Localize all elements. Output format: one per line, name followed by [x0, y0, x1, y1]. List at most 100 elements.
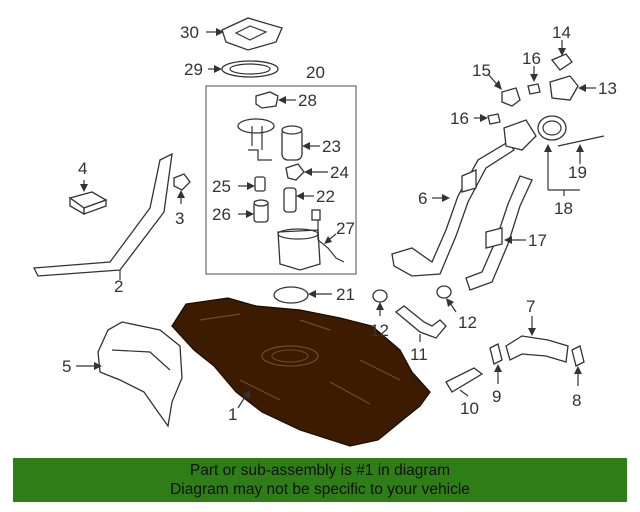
callout-29: 29 [184, 60, 222, 79]
callout-16b: 16 [450, 109, 488, 128]
callout-18: 18 [544, 144, 580, 218]
svg-text:6: 6 [418, 189, 427, 208]
callout-19: 19 [568, 144, 587, 182]
callout-5: 5 [62, 357, 102, 376]
svg-text:8: 8 [572, 391, 581, 410]
callout-15: 15 [472, 61, 502, 90]
svg-text:30: 30 [180, 23, 199, 42]
svg-text:21: 21 [336, 285, 355, 304]
reservoir-part[interactable] [277, 228, 321, 271]
clip-part-16b[interactable] [487, 113, 501, 125]
clamp-part-12a[interactable] [372, 289, 388, 303]
callout-28: 28 [278, 91, 317, 110]
bracket-part[interactable] [550, 53, 573, 71]
callout-12b: 12 [446, 298, 477, 332]
fuel-cap-part[interactable] [537, 115, 567, 141]
svg-text:28: 28 [298, 91, 317, 110]
svg-text:22: 22 [316, 187, 335, 206]
hose-part[interactable] [394, 305, 447, 339]
hose-10-part[interactable] [445, 367, 484, 393]
callout-1: 1 [228, 390, 250, 424]
svg-text:9: 9 [492, 387, 501, 406]
connector-13-part[interactable] [549, 75, 579, 101]
pad-part[interactable] [68, 191, 108, 216]
svg-text:16: 16 [450, 109, 469, 128]
svg-text:17: 17 [528, 231, 547, 250]
callout-26: 26 [212, 205, 254, 224]
svg-text:10: 10 [460, 399, 479, 418]
svg-text:7: 7 [526, 297, 535, 316]
clamp-9-part[interactable] [489, 343, 503, 365]
svg-text:25: 25 [212, 177, 231, 196]
clamp-part-12b[interactable] [436, 285, 452, 299]
connector-part[interactable] [255, 91, 279, 109]
callout-7: 7 [526, 297, 536, 336]
callout-16a: 16 [522, 49, 541, 82]
svg-text:24: 24 [330, 163, 349, 182]
svg-text:2: 2 [114, 277, 123, 296]
tank-seal-part[interactable] [273, 286, 309, 304]
callout-4: 4 [78, 159, 88, 192]
svg-text:23: 23 [322, 137, 341, 156]
svg-text:13: 13 [598, 79, 617, 98]
svg-text:18: 18 [554, 199, 573, 218]
callout-6: 6 [418, 189, 450, 208]
callout-30: 30 [180, 23, 224, 42]
level-sender-part[interactable] [311, 209, 345, 263]
svg-text:4: 4 [78, 159, 87, 178]
heat-shield-part[interactable] [97, 321, 183, 428]
callout-20: 20 [306, 63, 325, 82]
svg-text:11: 11 [410, 345, 428, 364]
callout-9: 9 [492, 364, 502, 406]
svg-text:1: 1 [228, 405, 237, 424]
callout-23: 23 [302, 137, 341, 156]
filter-part[interactable] [283, 187, 297, 213]
callout-13: 13 [578, 79, 617, 98]
callout-27: 27 [324, 219, 355, 244]
filler-neck-part[interactable] [391, 119, 537, 277]
sender-assembly-box [205, 85, 357, 275]
callout-11: 11 [410, 334, 428, 364]
svg-text:20: 20 [306, 63, 325, 82]
svg-text:15: 15 [472, 61, 491, 80]
callout-21: 21 [308, 285, 355, 304]
svg-text:29: 29 [184, 60, 203, 79]
callout-14: 14 [552, 23, 571, 56]
vent-pipe-part[interactable] [465, 175, 533, 291]
rod-part[interactable] [557, 135, 605, 147]
callout-25: 25 [212, 177, 255, 196]
callout-22: 22 [296, 187, 335, 206]
strap-part[interactable] [32, 152, 173, 277]
svg-text:19: 19 [568, 163, 587, 182]
fuel-tank-highlighted[interactable] [171, 297, 431, 447]
sensor-part[interactable] [253, 199, 269, 223]
svg-text:12: 12 [458, 313, 477, 332]
clamp-8-part[interactable] [571, 345, 585, 367]
svg-text:27: 27 [336, 219, 355, 238]
pump-flange-part[interactable] [237, 118, 275, 161]
info-banner: Part or sub-assembly is #1 in diagram Di… [13, 458, 627, 502]
regulator-part[interactable] [285, 163, 305, 181]
clip-part-16a[interactable] [527, 83, 541, 95]
fitting-part[interactable] [254, 176, 266, 192]
callout-17: 17 [504, 231, 547, 250]
callout-24: 24 [304, 163, 349, 182]
callout-10: 10 [459, 389, 479, 418]
svg-text:14: 14 [552, 23, 571, 42]
valve-part[interactable] [501, 87, 521, 107]
svg-text:3: 3 [175, 209, 184, 228]
pump-body-part[interactable] [281, 125, 303, 161]
callout-12a: 12 [370, 302, 389, 340]
svg-text:12: 12 [370, 321, 389, 340]
hose-7-part[interactable] [505, 335, 569, 363]
svg-text:5: 5 [62, 357, 71, 376]
cover-plate-part[interactable] [221, 17, 283, 51]
seal-ring-part[interactable] [221, 60, 279, 78]
banner-line-2: Diagram may not be specific to your vehi… [170, 481, 470, 498]
callout-3: 3 [175, 190, 185, 228]
parts-diagram: 30 29 20 28 23 24 22 25 26 27 [32, 17, 617, 447]
callout-2: 2 [114, 270, 123, 296]
svg-text:16: 16 [522, 49, 541, 68]
svg-text:26: 26 [212, 205, 231, 224]
clip-part[interactable] [173, 173, 191, 191]
